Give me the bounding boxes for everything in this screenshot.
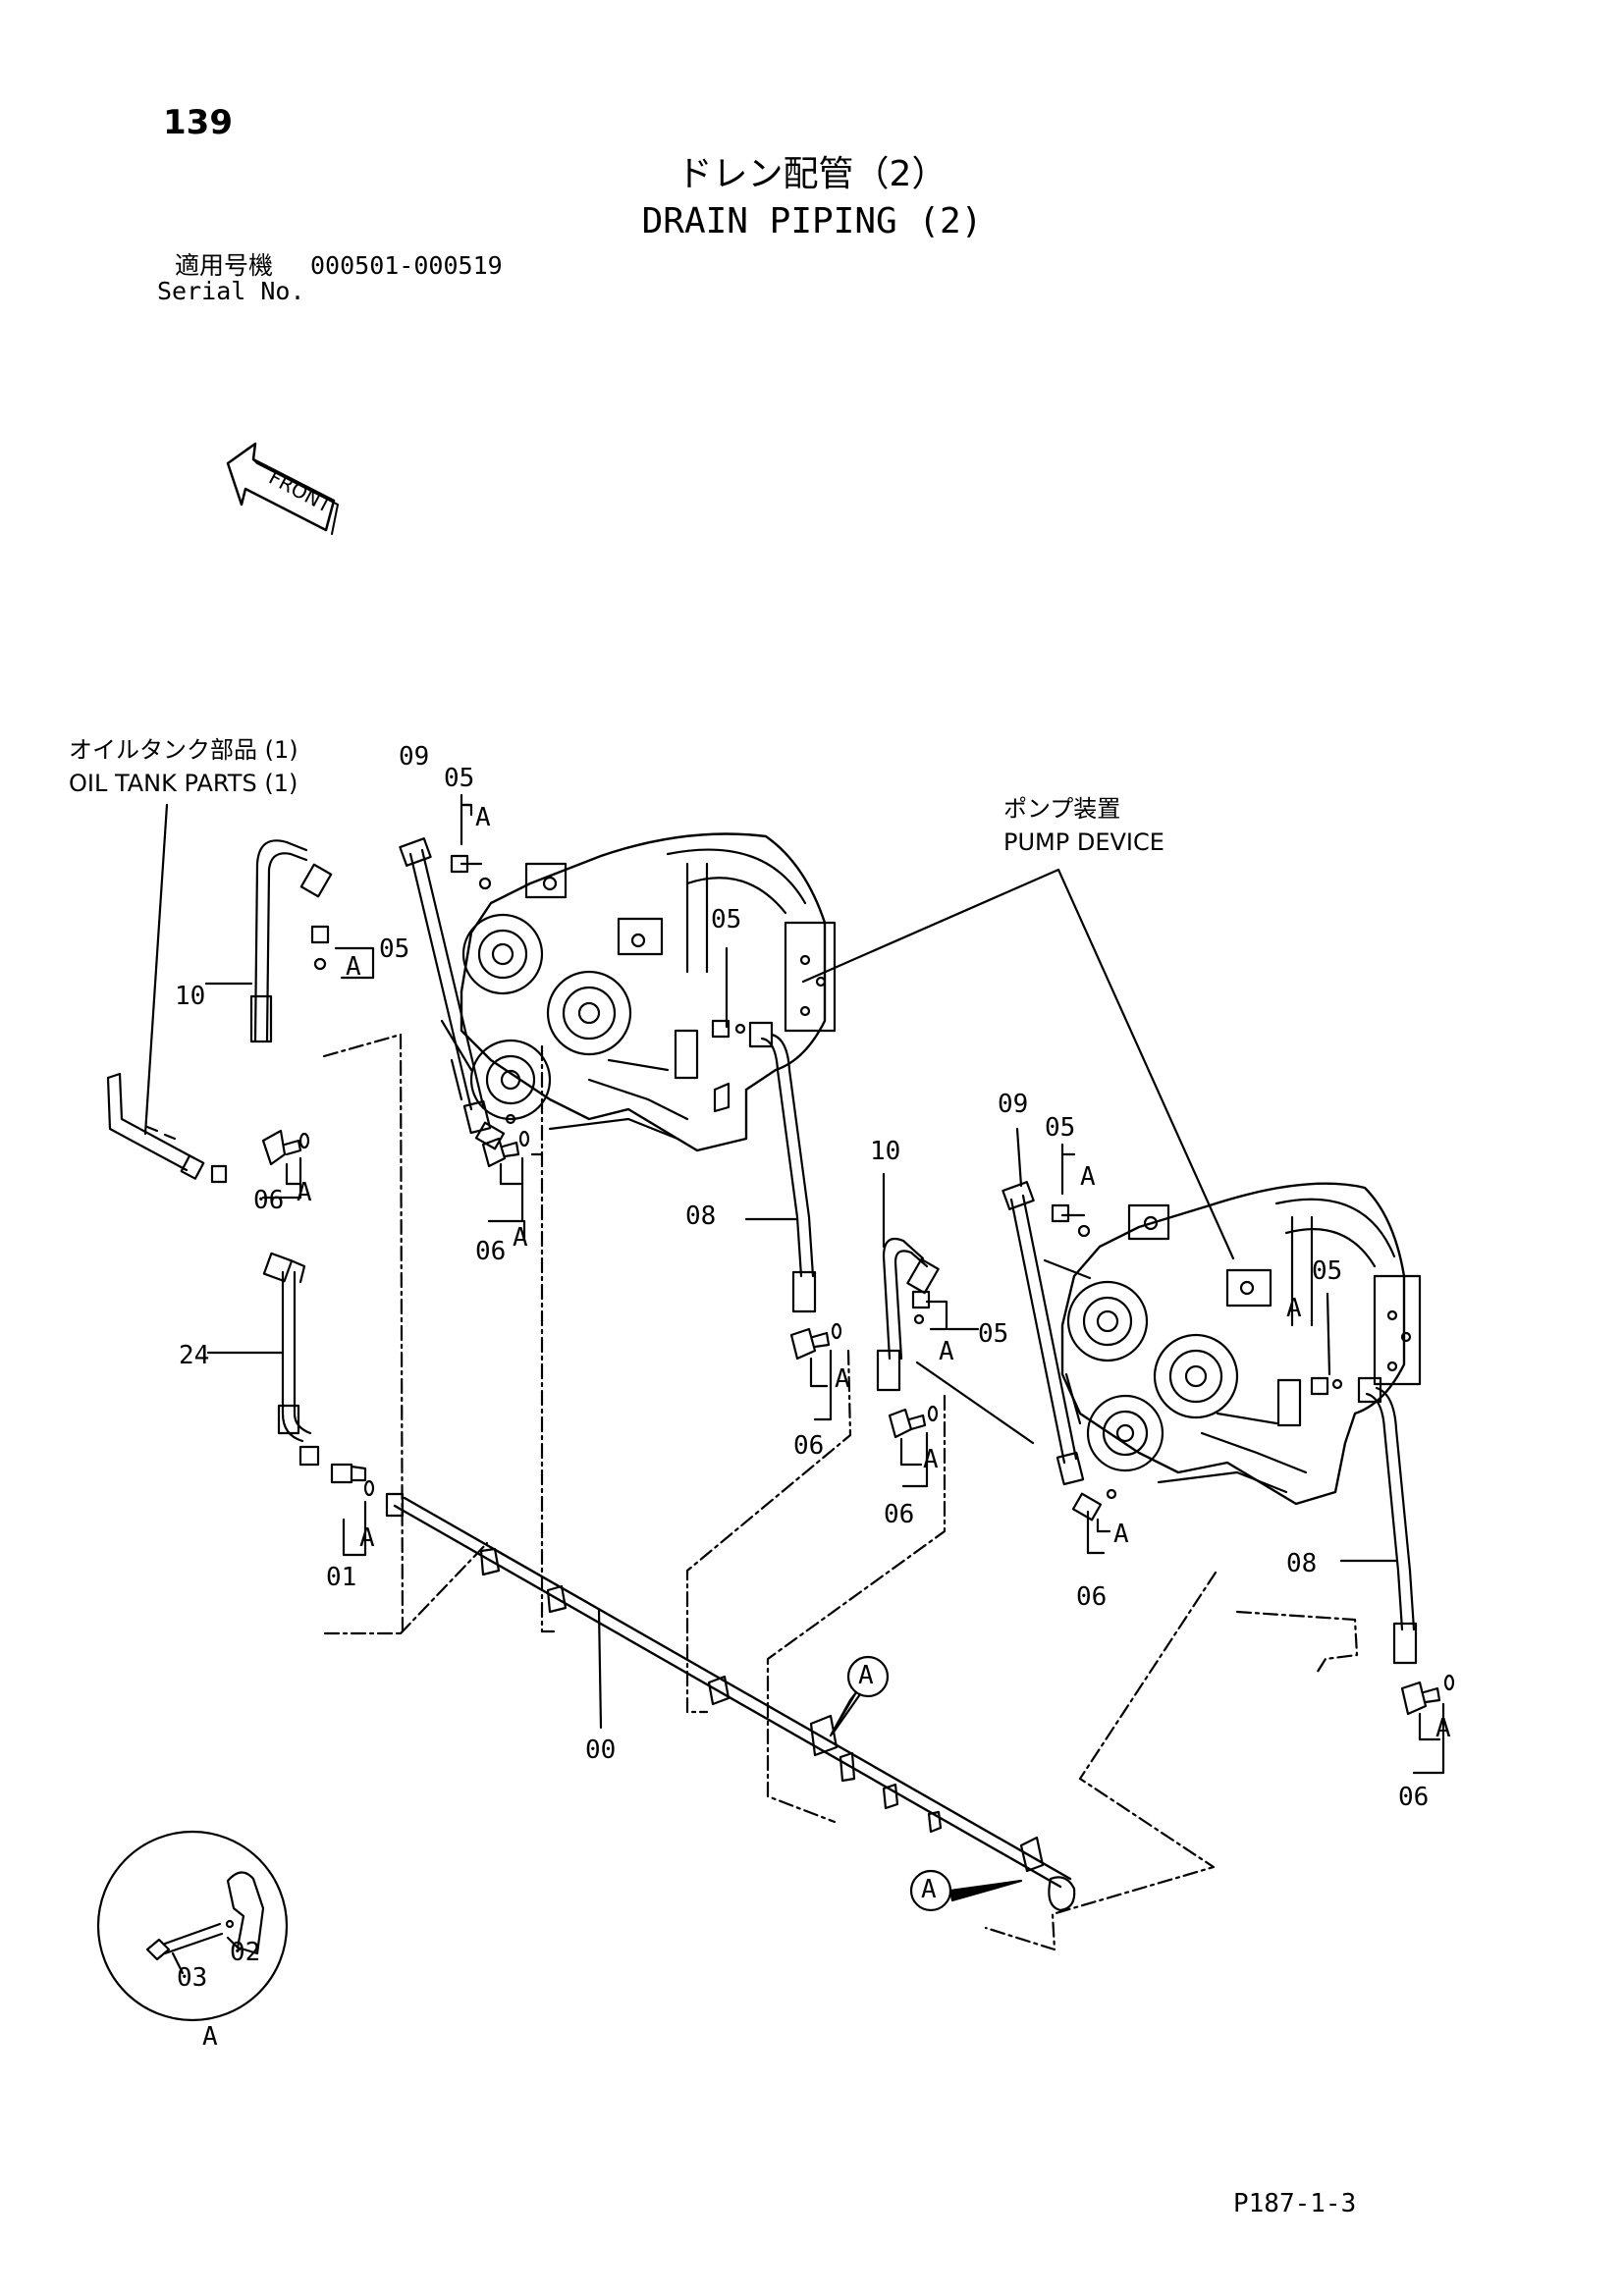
part-label-00: 00 <box>585 1735 617 1765</box>
hose-24 <box>262 1252 320 1467</box>
detail-circle-letter: A <box>202 2022 218 2052</box>
pump-device-leader-lower <box>1056 868 1235 1260</box>
serial-label-english: Serial No. <box>157 277 305 305</box>
detail-circle-a <box>96 1830 289 2022</box>
part-label-05: 05 <box>978 1319 1009 1349</box>
hose-10-left <box>249 839 333 1043</box>
serial-label-japanese: 適用号機 <box>175 251 274 280</box>
detail-marker-letter: A <box>921 1875 937 1904</box>
part-label-06: 06 <box>884 1500 915 1529</box>
pump-device-lower <box>1060 1182 1422 1506</box>
detail-marker-lower <box>909 1869 1023 1912</box>
part-label-10: 10 <box>870 1137 901 1166</box>
part-label-09: 09 <box>998 1090 1029 1119</box>
pump-device-label-en: PUMP DEVICE <box>1003 828 1164 856</box>
part-label-06: 06 <box>1076 1582 1108 1612</box>
ref-letter-a: A <box>1113 1520 1129 1549</box>
ref-letter-a: A <box>1080 1162 1096 1192</box>
ref-letter-a: A <box>346 952 361 982</box>
part-label-08: 08 <box>685 1201 717 1231</box>
serial-range: 000501-000519 <box>310 251 503 280</box>
hose-08-lower <box>1339 1376 1418 1665</box>
oil-tank-parts-label-en: OIL TANK PARTS (1) <box>69 770 298 797</box>
fittings-06-center <box>789 1322 842 1421</box>
fittings-06-left <box>261 1129 310 1200</box>
front-direction-arrow: FRONT <box>226 442 339 535</box>
ref-letter-a: A <box>475 803 491 832</box>
front-label: FRONT <box>265 465 336 518</box>
fittings-06-mid <box>481 1130 530 1241</box>
pump-device-label-jp: ポンプ装置 <box>1003 795 1121 823</box>
drawing-code: P187-1-3 <box>1233 2189 1357 2218</box>
oil-tank-parts-label-jp: オイルタンク部品 (1) <box>69 736 298 764</box>
part-label-05: 05 <box>1312 1256 1343 1286</box>
ref-letter-a: A <box>359 1523 375 1553</box>
page-number: 139 <box>163 103 233 142</box>
hose-08-upper <box>748 1021 817 1313</box>
drain-line-00 <box>385 1492 1076 1912</box>
part-label-06: 06 <box>1398 1783 1430 1812</box>
detail-marker-upper <box>829 1655 890 1737</box>
part-label-05: 05 <box>379 934 410 964</box>
hose-09-lower <box>1001 1127 1117 1522</box>
fittings-06-lower-mid <box>888 1405 939 1488</box>
part-label-10: 10 <box>175 982 206 1011</box>
part-label-06: 06 <box>253 1186 285 1215</box>
fittings-06-right <box>1400 1674 1455 1775</box>
part-label-01: 01 <box>326 1563 357 1592</box>
part-label-05: 05 <box>444 764 475 793</box>
part-label-09: 09 <box>399 742 430 772</box>
title-japanese: ドレン配管（2） <box>677 154 947 194</box>
fitting-01 <box>330 1463 375 1557</box>
title-english: DRAIN PIPING (2) <box>641 201 983 241</box>
detail-marker-letter: A <box>858 1661 874 1690</box>
ref-letter-a: A <box>835 1364 850 1394</box>
ref-letter-a: A <box>1286 1294 1302 1323</box>
dash-dot-leaders <box>322 1033 1359 1951</box>
ref-letter-a: A <box>939 1337 954 1366</box>
pump-device-upper <box>440 832 837 1152</box>
pump-device-leader-upper <box>801 868 1060 984</box>
hose-10-middle <box>876 1172 940 1392</box>
part-label-05: 05 <box>711 905 742 934</box>
part-label-06: 06 <box>793 1431 825 1461</box>
part-label-05: 05 <box>1045 1113 1076 1143</box>
part-label-08: 08 <box>1286 1549 1318 1578</box>
part-label-06: 06 <box>475 1237 507 1266</box>
part-label-24: 24 <box>179 1341 210 1370</box>
oil-tank-pipe <box>106 803 228 1184</box>
